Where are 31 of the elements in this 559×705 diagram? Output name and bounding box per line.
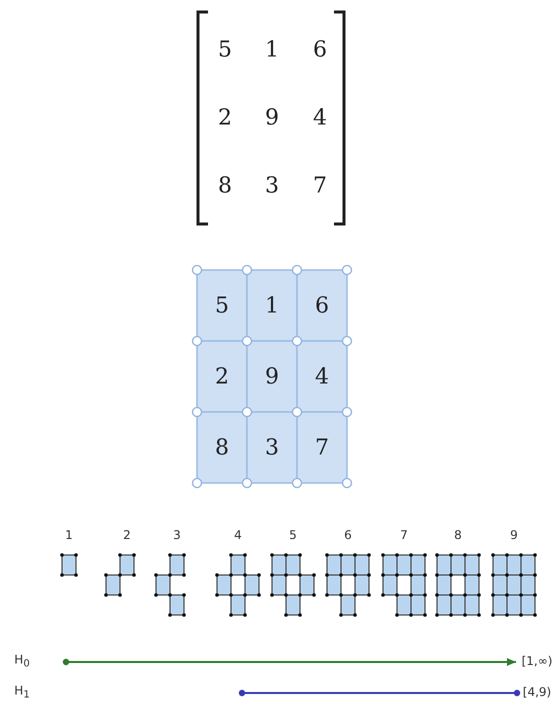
matrix-entry: 9 xyxy=(265,106,279,130)
cell-value: 5 xyxy=(215,293,229,318)
matrix-entry: 5 xyxy=(218,38,232,62)
homology-label: H$_{1}$ xyxy=(14,683,30,701)
step-number: 8 xyxy=(454,528,462,542)
matrix-entry: 3 xyxy=(265,174,279,198)
step-number: 6 xyxy=(344,528,352,542)
cell-value: 7 xyxy=(315,435,329,460)
matrix-entry: 2 xyxy=(218,106,232,130)
step-number: 9 xyxy=(510,528,518,542)
cell-value: 2 xyxy=(215,364,229,389)
cell-value: 1 xyxy=(265,293,279,318)
matrix-entry: 4 xyxy=(313,106,327,130)
interval-label: [1,∞) xyxy=(522,654,552,668)
interval-label: [4,9) xyxy=(522,685,552,699)
cell-value: 8 xyxy=(215,435,229,460)
cell-value: 6 xyxy=(315,293,329,318)
step-number: 5 xyxy=(289,528,297,542)
step-number: 4 xyxy=(234,528,242,542)
step-number: 3 xyxy=(173,528,181,542)
matrix-entry: 7 xyxy=(313,174,327,198)
cell-value: 9 xyxy=(265,364,279,389)
step-number: 2 xyxy=(123,528,131,542)
cell-value: 3 xyxy=(265,435,279,460)
cell-value: 4 xyxy=(315,364,329,389)
matrix-entry: 1 xyxy=(265,38,279,62)
matrix-entry: 6 xyxy=(313,38,327,62)
step-number: 1 xyxy=(65,528,73,542)
homology-label: H$_{0}$ xyxy=(14,652,30,670)
step-number: 7 xyxy=(400,528,408,542)
matrix-entry: 8 xyxy=(218,174,232,198)
